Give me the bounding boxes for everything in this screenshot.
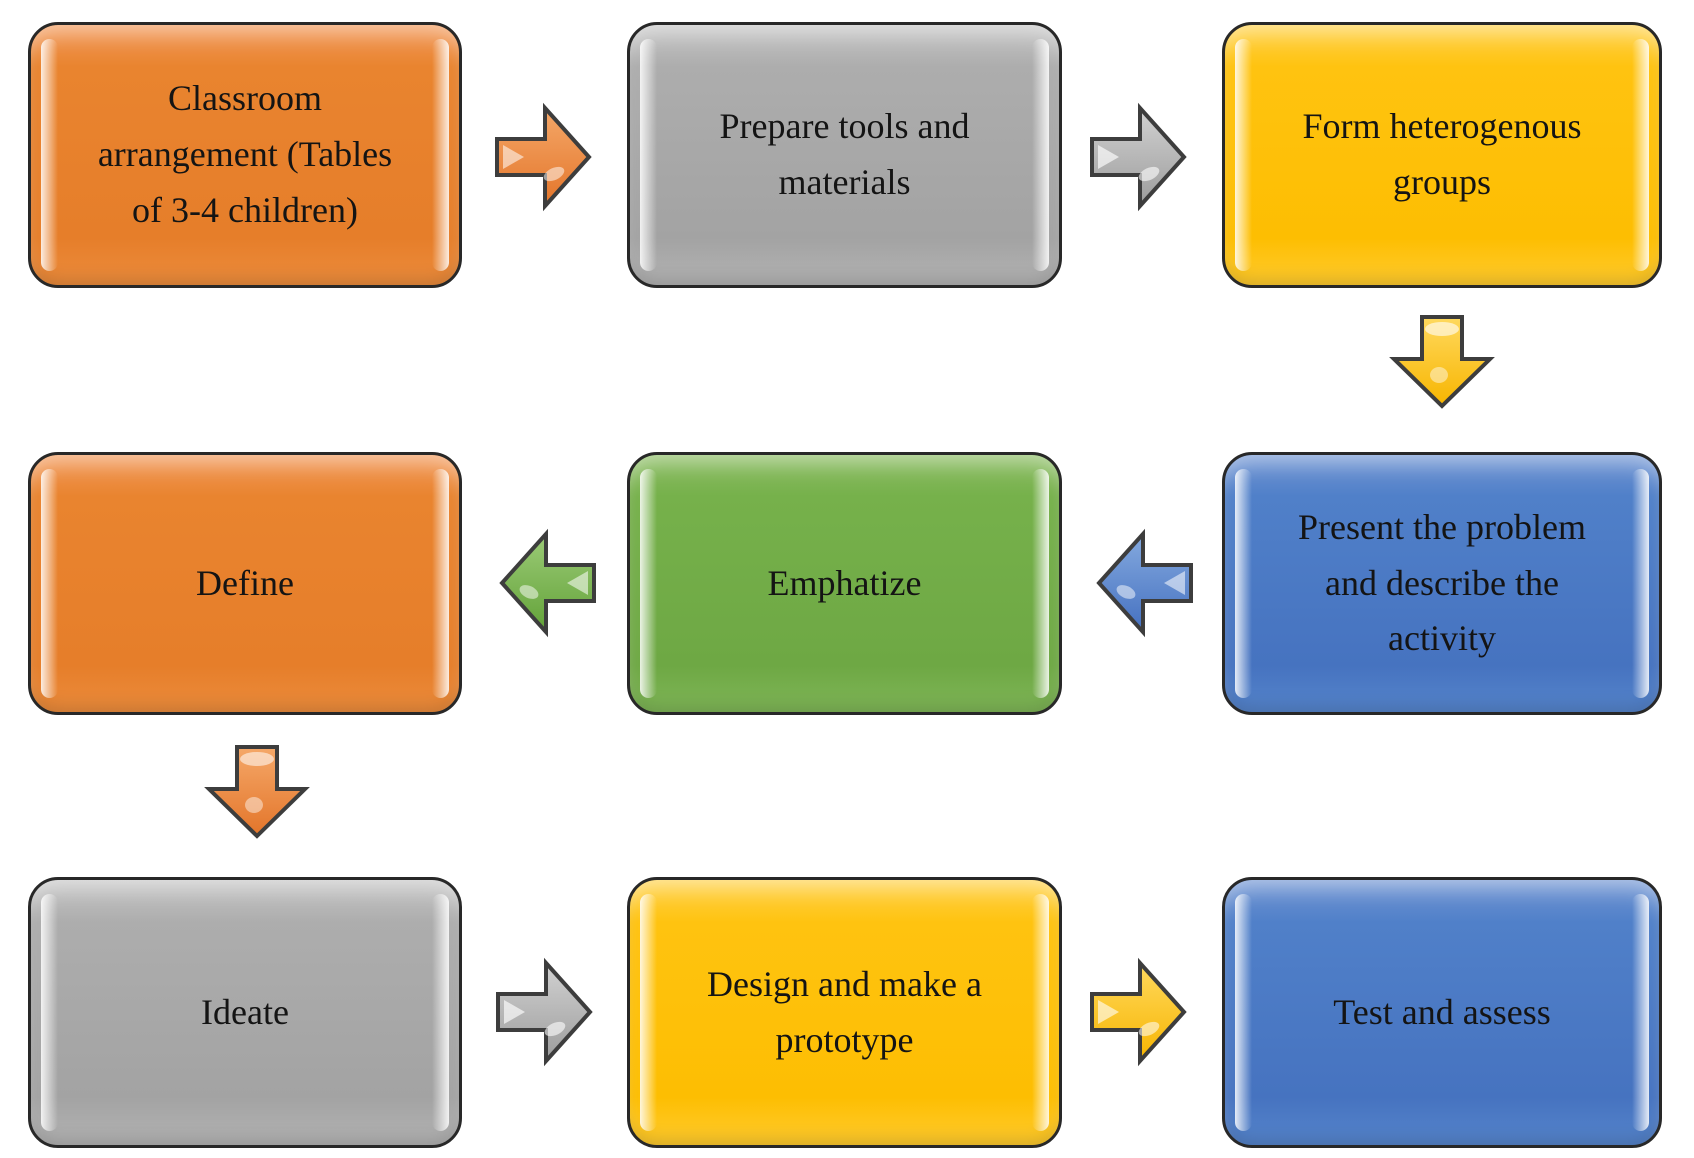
arrow-design-to-test [1087,955,1189,1069]
node-classroom-arrangement: Classroom arrangement (Tables of 3-4 chi… [28,22,462,288]
node-present-problem: Present the problem and describe the act… [1222,452,1662,715]
right-arrow-icon [1090,102,1187,212]
node-define: Define [28,452,462,715]
node-label: Emphatize [767,562,922,603]
left-arrow-icon [1096,528,1193,638]
node-form-groups: Form heterogenous groups [1222,22,1662,288]
node-label: Ideate [201,991,289,1032]
arrow-define-to-ideate [204,742,310,842]
node-label: Present the problem and describe the act… [1298,506,1586,659]
node-label: Classroom arrangement (Tables of 3-4 chi… [97,78,393,230]
node-emphatize: Emphatize [627,452,1062,715]
arrow-emphatize-to-define [497,526,599,640]
node-label: Form heterogenous groups [1302,106,1582,202]
arrow-classroom-to-prepare [492,100,594,214]
node-design-prototype: Design and make a prototype [627,877,1062,1148]
node-label: Test and assess [1333,991,1551,1032]
node-label: Design and make a prototype [707,963,982,1060]
right-arrow-icon [495,102,592,212]
node-label: Define [196,562,294,603]
left-arrow-icon [499,528,596,638]
node-prepare-tools: Prepare tools and materials [627,22,1062,288]
right-arrow-icon [1090,957,1187,1067]
arrow-prepare-to-groups [1087,100,1189,214]
down-arrow-icon [204,745,310,839]
node-label: Prepare tools and materials [719,106,970,202]
arrow-ideate-to-design [493,955,595,1069]
right-arrow-icon [496,957,593,1067]
arrow-problem-to-emphatize [1094,526,1196,640]
down-arrow-icon [1389,315,1495,409]
arrow-groups-to-problem [1389,312,1495,412]
node-test-assess: Test and assess [1222,877,1662,1148]
node-ideate: Ideate [28,877,462,1148]
